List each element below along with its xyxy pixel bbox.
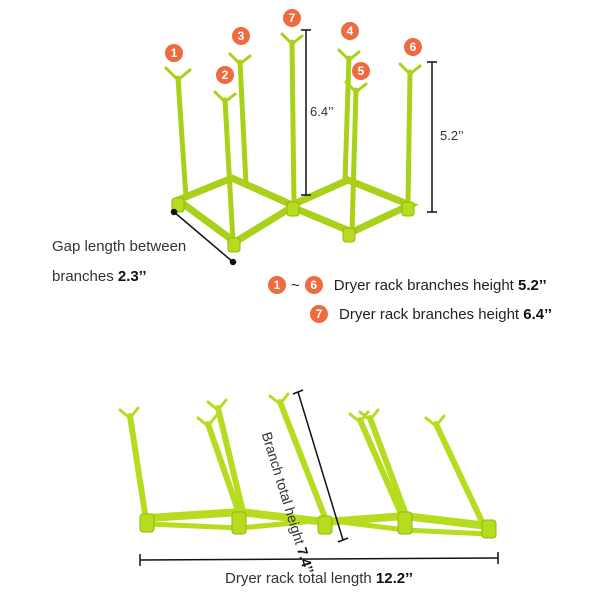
marker-badge-5: 5 <box>352 62 370 80</box>
top-rack-branch-5 <box>349 87 359 235</box>
marker-badge-7: 7 <box>283 9 301 27</box>
bottom-rack-branch-g <box>433 421 487 529</box>
bottom-rack-branch-b <box>205 421 243 519</box>
legend-separator: ~ <box>291 276 300 294</box>
top-dimension-lines <box>170 29 437 266</box>
bottom-rack-branch-a <box>127 413 149 523</box>
marker-badge-2: 2 <box>216 66 234 84</box>
legend-row-2: 7 Dryer rack branches height 6.4’’ <box>310 305 552 323</box>
legend-row-1: 1 ~ 6 Dryer rack branches height 5.2’’ <box>268 276 547 294</box>
top-rack-branch-6 <box>405 69 413 208</box>
gap-length-label-line1: Gap length between <box>52 238 187 255</box>
marker-badge-6: 6 <box>404 38 422 56</box>
legend-badge-to: 6 <box>304 276 323 294</box>
gap-length-prefix: branches <box>52 268 118 285</box>
bottom-rack-branch-c <box>215 405 247 519</box>
gap-length-label-line2: branches 2.3’’ <box>52 268 147 285</box>
rack-total-length-label: Dryer rack total length 12.2’’ <box>225 570 413 587</box>
marker-badge-4: 4 <box>341 22 359 40</box>
legend-text-2: Dryer rack branches height 6.4’’ <box>339 305 552 323</box>
bottom-rack-branch-f <box>367 415 411 523</box>
gap-length-value: 2.3’’ <box>117 268 147 285</box>
bottom-rack-branch-e <box>357 417 405 519</box>
legend-badge-7: 7 <box>310 305 328 323</box>
top-rack-branch-7 <box>289 39 297 208</box>
top-rack-image <box>164 32 422 253</box>
top-center-height-label: 6.4’’ <box>310 104 334 119</box>
top-rack-base-cross <box>232 204 295 245</box>
marker-badge-1: 1 <box>165 44 183 62</box>
marker-badge-3: 3 <box>232 27 250 45</box>
legend-text-1: Dryer rack branches height 5.2’’ <box>333 276 547 294</box>
top-rack-branch-1 <box>175 75 189 201</box>
bottom-rack-branch-d <box>277 399 329 523</box>
bottom-dimension-lines <box>139 389 499 566</box>
top-right-height-label: 5.2’’ <box>440 128 464 143</box>
top-rack-branch-3 <box>237 59 249 187</box>
top-rack-branch-2 <box>222 97 236 245</box>
top-rack-branch-4 <box>342 55 352 183</box>
legend-badge-from: 1 <box>268 276 286 294</box>
bottom-rack-image <box>118 392 497 539</box>
